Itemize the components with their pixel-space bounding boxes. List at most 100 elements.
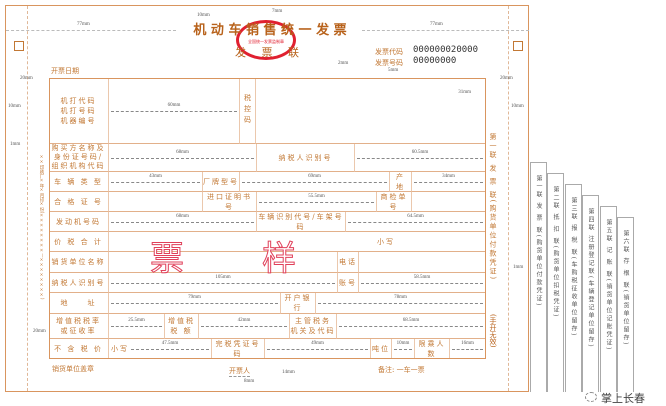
field-label: 限乘人数	[415, 339, 450, 359]
dim-arrow	[242, 181, 387, 183]
field-value[interactable]: 64.5mm	[346, 212, 486, 232]
dim-label: 20mm	[500, 76, 513, 81]
field-value[interactable]: 105mm	[109, 273, 338, 293]
field-label: 商检单号	[377, 192, 412, 212]
field-label: 增值税 税 额	[165, 314, 199, 339]
dim-arrow	[357, 157, 483, 159]
field-label: 纳税人识别号	[257, 144, 355, 172]
dim-label: 1mm	[10, 142, 21, 147]
dim-label: 49mm	[311, 340, 324, 346]
invoice-subtitle: 发 票 联	[235, 46, 305, 59]
field-value[interactable]: 16mm	[450, 339, 486, 359]
field-value[interactable]: 68.5mm	[337, 314, 486, 339]
field-label: 账号	[338, 273, 359, 293]
dim-label: 55.5mm	[308, 193, 325, 199]
field-value[interactable]: 69mm	[240, 172, 390, 192]
label-text: 小写	[377, 237, 395, 246]
registration-square-right	[513, 41, 523, 51]
field-value[interactable]	[109, 192, 203, 212]
field-value[interactable]	[412, 192, 486, 212]
field-label: 机打代码 机打号码 机器编号	[49, 78, 109, 144]
copy-sheet: 第三联 报 税 联(车购税征收单位留存)	[565, 184, 582, 392]
dim-label: 77mm	[77, 22, 90, 27]
field-value[interactable]: 79mm	[109, 293, 281, 314]
outer-frame	[5, 5, 529, 392]
invoice-code-value: 000000020000	[413, 45, 479, 55]
dim-label: 78mm	[394, 295, 407, 300]
field-label: 完税凭证号码	[212, 339, 265, 359]
dim-label: 8mm	[244, 379, 255, 384]
dim-label: 2mm	[338, 61, 349, 66]
field-value[interactable]	[359, 252, 486, 273]
field-label: 吨位	[371, 339, 392, 359]
label-text: 税控码	[243, 94, 252, 127]
field-value[interactable]: 34mm	[412, 172, 486, 192]
dim-arrow	[111, 326, 162, 327]
sample-mark-2: 样	[262, 239, 297, 280]
label-text: 产 地	[396, 172, 405, 191]
field-label: 进口证明书号	[203, 192, 257, 212]
dim-label: 69mm	[308, 173, 321, 179]
dim-label: 10mm	[396, 340, 410, 346]
dim-arrow	[111, 348, 209, 350]
dim-label: 64.5mm	[407, 213, 424, 219]
label-text: 电话	[339, 258, 357, 266]
copy-sheet: 第五联 记 账 联(销货单位记账凭证)	[600, 206, 617, 392]
dim-arrow	[111, 157, 254, 159]
label-text: 增值税 税 额	[168, 317, 195, 335]
field-label: 产 地	[390, 172, 412, 192]
dim-arrow	[452, 348, 483, 350]
field-label: 车 辆 类 型	[49, 172, 109, 192]
field-value[interactable]: 55.5mm	[257, 192, 377, 212]
field-value[interactable]	[109, 252, 338, 273]
dim-label: 105mm	[215, 274, 231, 280]
copy-sheet-label: 第三联 报 税 联(车购税征收单位留存)	[570, 197, 577, 338]
copy-sheet-label: 第五联 记 账 联(销货单位记账凭证)	[605, 219, 612, 352]
label-text: 开户银行	[284, 294, 312, 312]
issuer-label: 开票人	[229, 367, 250, 377]
copy-sheet: 第六联 存 根 联(销货单位留存)	[617, 217, 634, 392]
field-value[interactable]: 25.5mm	[109, 314, 165, 339]
field-value[interactable]: 10mm	[392, 339, 415, 359]
dim-label: 10mm	[8, 104, 21, 109]
field-label: 价 税 合 计	[49, 232, 109, 252]
field-label: 税控码	[240, 78, 256, 144]
copy-sheet-label: 第六联 存 根 联(销货单位留存)	[622, 230, 629, 347]
field-label: 车辆识别代号/车架号码	[257, 212, 346, 232]
table-row: 销货单位名称电话	[0, 252, 486, 273]
dim-label: 68mm	[176, 213, 189, 219]
field-value[interactable]: 31mm	[256, 78, 486, 144]
dim-label: 58.5mm	[413, 274, 431, 280]
label-text: 主管税务 机关及代码	[290, 317, 336, 335]
invalid-note: (手开无效)	[489, 314, 497, 348]
dim-arrow	[361, 282, 483, 284]
invoice-number-value: 00000000	[413, 56, 457, 66]
label-text: 机打代码 机打号码 机器编号	[60, 96, 97, 125]
copy-label: 第一联 发 票 联(购货单位付款凭证)	[489, 133, 497, 282]
field-value[interactable]: 60mm	[109, 78, 240, 144]
dim-arrow	[339, 326, 483, 327]
copy-sheet-label: 第一联 发 票 联(购货单位付款凭证)	[535, 175, 542, 308]
dim-label: 16mm	[461, 340, 474, 346]
field-value[interactable]: 78mm	[316, 293, 486, 314]
field-value[interactable]: 68mm	[109, 144, 257, 172]
sample-mark-1: 票	[150, 239, 185, 280]
field-label: 电话	[338, 252, 359, 273]
watermark: 掌上长春	[585, 392, 645, 405]
label-text: 不 含 税 价	[54, 344, 103, 353]
field-value[interactable]: 42mm	[199, 314, 290, 339]
field-value[interactable]: 58.5mm	[359, 273, 486, 293]
label-text: 进口证明书号	[207, 192, 252, 211]
field-value[interactable]: 60.5mm	[355, 144, 486, 172]
field-value[interactable]: 68mm	[109, 212, 257, 232]
field-label: 开户银行	[281, 293, 316, 314]
field-value[interactable]: 43mm	[109, 172, 203, 192]
field-value[interactable]: 49mm	[265, 339, 371, 359]
wechat-icon	[585, 392, 597, 402]
